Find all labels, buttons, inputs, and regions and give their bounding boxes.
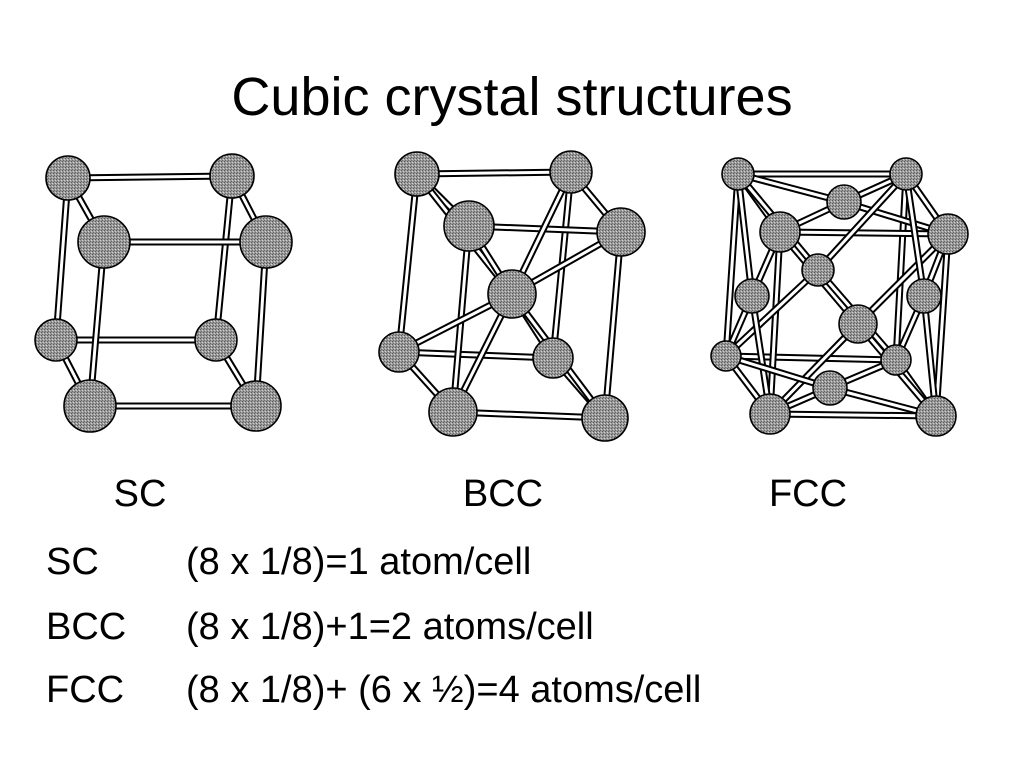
fcc-bond xyxy=(724,268,820,358)
slide-title: Cubic crystal structures xyxy=(231,67,793,127)
bcc-unit-cell-diagram xyxy=(378,150,646,442)
fcc-atom xyxy=(838,304,878,344)
bcc-label: BCC xyxy=(462,473,544,515)
bcc-atom xyxy=(378,331,420,373)
bcc-atom xyxy=(443,200,495,252)
fcc-bond xyxy=(724,354,898,362)
row-name: FCC xyxy=(46,669,125,711)
fcc-bond xyxy=(768,322,860,416)
sc-atom xyxy=(77,215,131,269)
row-formula: (8 x 1/8)+1=2 atoms/cell xyxy=(186,606,594,648)
sc-atom xyxy=(239,215,293,269)
sc-atom xyxy=(63,379,117,433)
row-formula: (8 x 1/8)+ (6 x ½)=4 atoms/cell xyxy=(186,669,702,711)
fcc-bond xyxy=(768,230,782,416)
fcc-bond xyxy=(778,230,950,236)
fcc-atom xyxy=(889,157,923,191)
bcc-atom xyxy=(394,151,440,197)
sc-bond xyxy=(254,240,268,408)
fcc-bond xyxy=(894,172,908,362)
bcc-bond xyxy=(397,172,419,354)
bcc-atom xyxy=(428,387,478,437)
sc-unit-cell-diagram xyxy=(34,153,293,433)
row-name: SC xyxy=(46,541,99,583)
fcc-bond xyxy=(736,172,754,298)
fcc-atom xyxy=(880,344,912,376)
sc-atom xyxy=(45,155,91,201)
row-name: BCC xyxy=(46,606,127,648)
fcc-atom xyxy=(915,395,957,437)
bcc-bond xyxy=(603,230,623,420)
row-formula: (8 x 1/8)=1 atom/cell xyxy=(186,541,532,583)
fcc-atom xyxy=(759,211,801,253)
sc-atom xyxy=(230,380,282,432)
sc-bond xyxy=(214,174,234,342)
bcc-bond xyxy=(415,170,573,176)
bcc-atom xyxy=(487,269,537,319)
fcc-atom xyxy=(721,157,755,191)
sc-atom xyxy=(194,318,238,362)
sc-label: SC xyxy=(113,473,167,515)
bcc-bond xyxy=(397,350,555,360)
bcc-atom xyxy=(532,337,574,379)
sc-bond xyxy=(54,176,70,342)
fcc-atom xyxy=(801,253,835,287)
bcc-atom xyxy=(596,207,646,257)
fcc-bond xyxy=(934,232,950,418)
fcc-atom xyxy=(734,278,770,314)
fcc-atom xyxy=(927,213,969,255)
fcc-bond xyxy=(724,354,832,390)
bcc-atom xyxy=(581,394,629,442)
bcc-bond xyxy=(451,410,607,420)
fcc-bond xyxy=(724,172,740,358)
fcc-bond xyxy=(768,412,938,418)
sc-atom xyxy=(34,318,78,362)
fcc-bond xyxy=(904,172,926,298)
fcc-atom xyxy=(710,340,742,372)
fcc-atom xyxy=(826,184,862,220)
fcc-atom xyxy=(812,370,848,406)
sc-bond xyxy=(88,240,106,408)
fcc-bond xyxy=(816,172,908,272)
sc-atom xyxy=(209,153,255,199)
fcc-bond xyxy=(736,172,846,204)
sc-bond xyxy=(66,174,234,180)
fcc-atom xyxy=(749,393,791,435)
bcc-atom xyxy=(549,150,593,194)
fcc-bond xyxy=(856,232,950,326)
fcc-label: FCC xyxy=(768,473,848,515)
fcc-unit-cell-diagram xyxy=(710,157,969,437)
fcc-atom xyxy=(906,278,942,314)
